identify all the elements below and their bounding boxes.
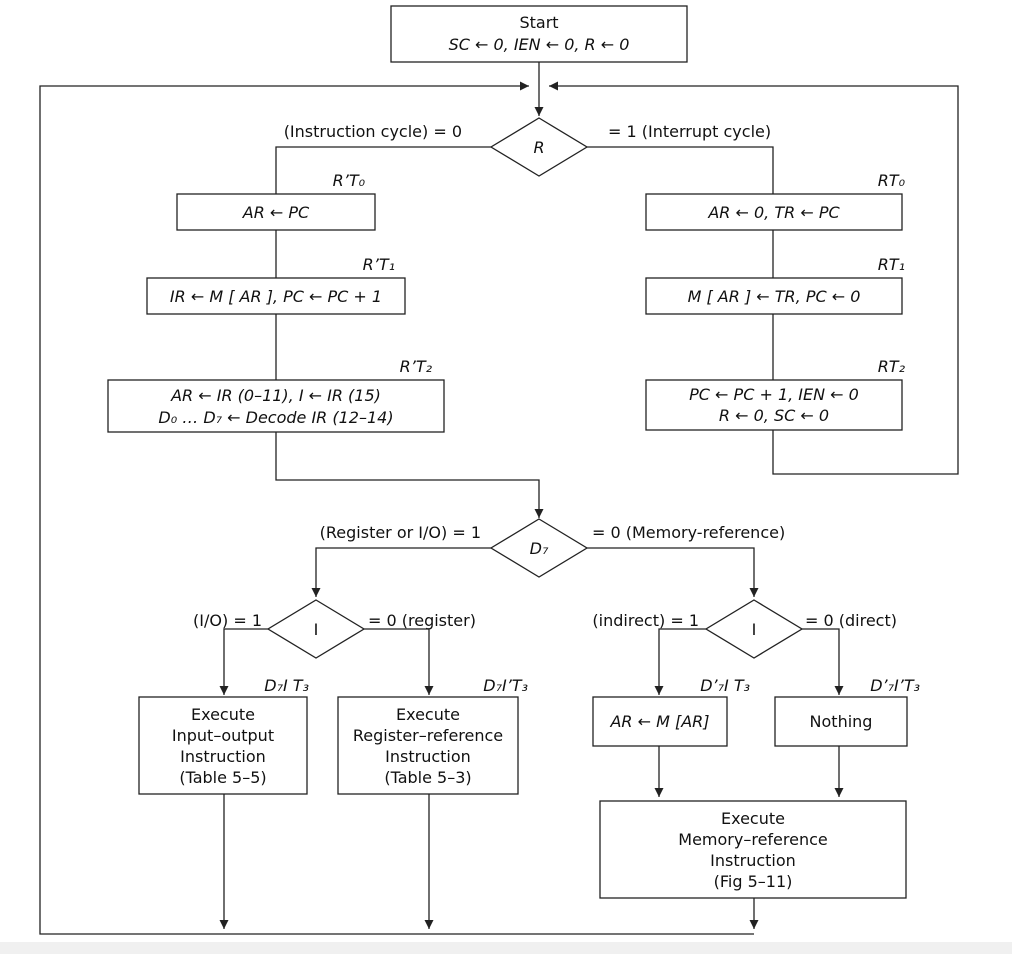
rt0-text: AR ← 0, TR ← PC — [707, 203, 840, 222]
mem-exec-line1: Execute — [721, 809, 785, 828]
fetch-box — [146, 277, 406, 315]
reg-exec-box — [337, 696, 519, 795]
cond-r-prime-t2: R’T₂ — [400, 357, 433, 376]
decision-d7-right-label: = 0 (Memory-reference) — [592, 523, 785, 542]
rt1-box — [645, 277, 903, 315]
edge-decode-to-d7 — [275, 432, 544, 518]
cond-rt0: RT₀ — [878, 171, 906, 190]
io-exec-line1: Execute — [191, 705, 255, 724]
rt2-line1: PC ← PC + 1, IEN ← 0 — [689, 385, 859, 404]
connectors — [39, 62, 959, 935]
decision-r-left-label: (Instruction cycle) = 0 — [284, 122, 462, 141]
fetch-text: IR ← M [ AR ], PC ← PC + 1 — [170, 287, 382, 306]
decision-i-left-right-label: = 0 (register) — [368, 611, 476, 630]
decode-box — [107, 379, 445, 433]
edge-il-right — [364, 628, 434, 695]
mem-exec-line4: (Fig 5–11) — [714, 872, 793, 891]
edge-r-to-instruction — [275, 146, 491, 194]
decision-i-left-diamond — [266, 599, 366, 659]
start-label: Start — [519, 13, 558, 32]
cond-direct: D’₇I’T₃ — [870, 676, 920, 695]
io-exec-box — [138, 696, 308, 795]
mem-exec-line2: Memory–reference — [678, 830, 827, 849]
reg-exec-line1: Execute — [396, 705, 460, 724]
decision-r-symbol: R — [533, 138, 544, 157]
edge-loop-return-left — [39, 81, 529, 935]
decision-d7-left-label: (Register or I/O) = 1 — [320, 523, 481, 542]
decision-i-right-right-label: = 0 (direct) — [805, 611, 897, 630]
cond-r-prime-t0: R’T₀ — [333, 171, 366, 190]
rt1-text: M [ AR ] ← TR, PC ← 0 — [688, 287, 861, 306]
cond-rt1: RT₁ — [878, 255, 905, 274]
io-exec-line4: (Table 5–5) — [179, 768, 266, 787]
decision-i-right-left-label: (indirect) = 1 — [592, 611, 699, 630]
indirect-text: AR ← M [AR] — [609, 712, 709, 731]
decision-i-left-symbol: I — [314, 620, 319, 639]
io-exec-line3: Instruction — [180, 747, 266, 766]
decision-i-left-left-label: (I/O) = 1 — [193, 611, 262, 630]
mem-exec-box — [599, 800, 907, 899]
decision-d7-symbol: D₇ — [530, 539, 549, 558]
cond-rt2: RT₂ — [878, 357, 906, 376]
cond-indirect: D’₇I T₃ — [700, 676, 750, 695]
mem-exec-line3: Instruction — [710, 851, 796, 870]
decision-i-right-symbol: I — [752, 620, 757, 639]
start-init-text: SC ← 0, IEN ← 0, R ← 0 — [449, 35, 630, 54]
io-exec-line2: Input–output — [172, 726, 274, 745]
decision-d7-diamond — [489, 518, 589, 578]
indirect-box — [592, 696, 728, 747]
direct-text: Nothing — [810, 712, 873, 731]
rt2-box — [645, 379, 903, 431]
ar-pc-box — [176, 193, 376, 231]
cond-reg: D₇I’T₃ — [483, 676, 528, 695]
edge-ir-left — [654, 628, 706, 695]
edge-d7-right — [587, 547, 759, 597]
reg-exec-line4: (Table 5–3) — [384, 768, 471, 787]
ar-pc-text: AR ← PC — [242, 203, 310, 222]
rt0-box — [645, 193, 903, 231]
decision-i-right-diamond — [704, 599, 804, 659]
decision-r-right-label: = 1 (Interrupt cycle) — [608, 122, 771, 141]
edge-d7-left — [311, 547, 491, 597]
start-box — [390, 5, 688, 63]
edge-ir-right — [802, 628, 844, 695]
edge-il-left — [219, 628, 268, 695]
decode-line1: AR ← IR (0–11), I ← IR (15) — [170, 386, 381, 405]
decision-r-diamond — [489, 117, 589, 177]
decode-line2: D₀ … D₇ ← Decode IR (12–14) — [158, 408, 393, 427]
edge-r-to-interrupt — [587, 146, 774, 194]
reg-exec-line2: Register–reference — [353, 726, 503, 745]
bottom-strip — [0, 942, 1012, 954]
cond-io: D₇I T₃ — [264, 676, 309, 695]
direct-box — [774, 696, 908, 747]
cond-r-prime-t1: R’T₁ — [363, 255, 395, 274]
reg-exec-line3: Instruction — [385, 747, 471, 766]
rt2-line2: R ← 0, SC ← 0 — [719, 406, 829, 425]
edge-interrupt-return — [549, 81, 959, 475]
